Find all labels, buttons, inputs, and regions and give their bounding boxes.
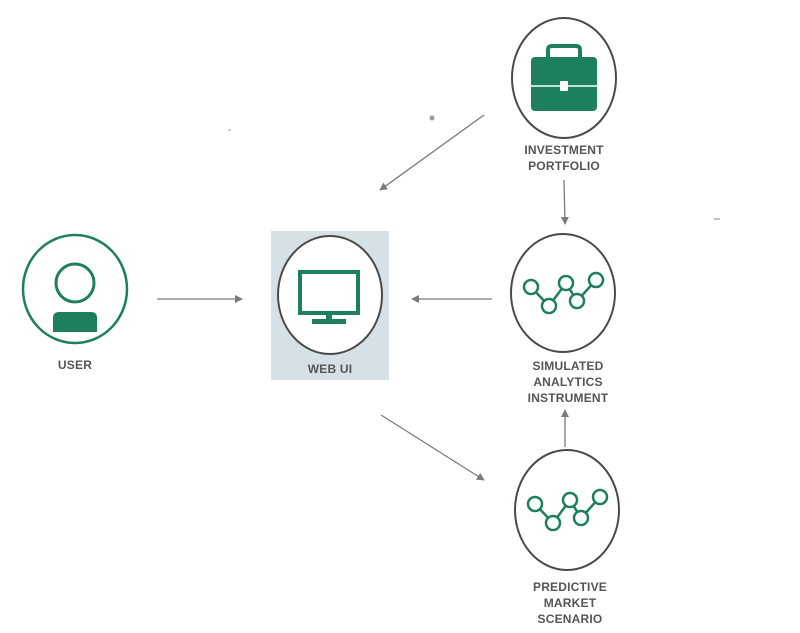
portfolio-node [511,17,617,139]
stray-dot [429,115,435,121]
analytics-node-ring [510,233,616,353]
line-chart-icon [522,271,605,315]
scenario-node-ring [514,449,620,571]
scenario-label-line-1: PREDICTIVE [532,580,607,594]
monitor-icon [298,270,360,324]
analytics-label-line-2: ANALYTICS [533,375,603,389]
user-node-ring [21,233,129,345]
portfolio-label-line-1: INVESTMENT [524,143,604,157]
edges [157,114,569,481]
user-label: USER [57,358,93,372]
webui-node [277,235,383,355]
webui-label: WEB UI [307,362,353,376]
analytics-label: SIMULATED ANALYTICS INSTRUMENT [508,358,628,406]
user-node [21,233,129,345]
portfolio-label-line-2: PORTFOLIO [528,159,600,173]
edge-portfolio-to-analytics [560,179,569,225]
person-icon [53,262,97,332]
analytics-node [510,233,616,353]
portfolio-label: INVESTMENT PORTFOLIO [509,142,619,174]
line-chart-icon [526,488,609,532]
scenario-label: PREDICTIVE MARKET SCENARIO [510,579,630,627]
briefcase-icon [531,44,597,111]
edge-webui-to-scenario [380,414,485,481]
webui-node-ring [277,235,383,355]
edge-portfolio-to-webui [379,114,485,191]
scenario-label-line-3: SCENARIO [537,612,603,626]
analytics-label-line-1: SIMULATED [532,359,604,373]
scenario-node [514,449,620,571]
analytics-label-line-3: INSTRUMENT [527,391,609,405]
scenario-label-line-2: MARKET [543,596,597,610]
